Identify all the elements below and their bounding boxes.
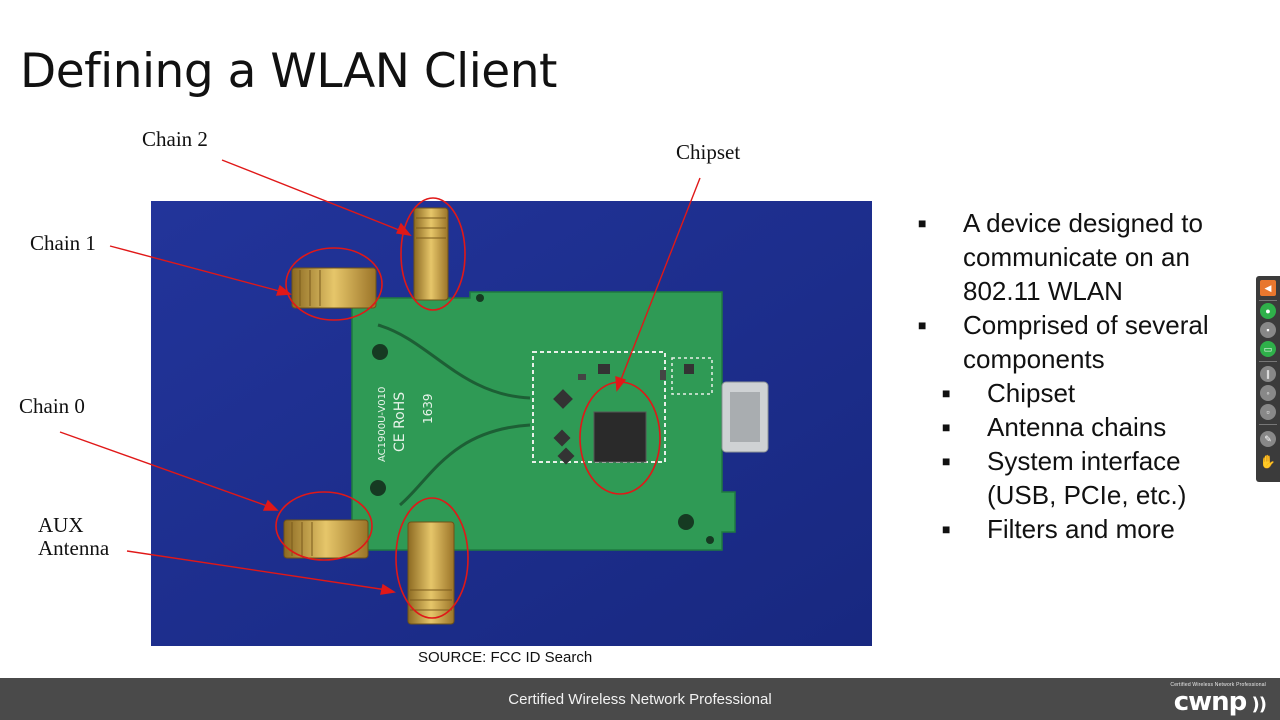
pause-icon[interactable]: ∥	[1260, 366, 1276, 382]
screen-share-icon[interactable]: ▭	[1260, 341, 1276, 357]
camera-icon[interactable]: ▪	[1260, 322, 1276, 338]
callout-chain-0: Chain 0	[19, 394, 85, 418]
bullet-text: System interface (USB, PCIe, etc.)	[987, 446, 1187, 510]
chain1-connector	[291, 267, 377, 309]
chain0-connector	[283, 519, 369, 559]
board-model-text: AC1900U-V010	[377, 387, 388, 462]
board-date-text: 1639	[421, 393, 435, 424]
microphone-icon[interactable]: ●	[1260, 303, 1276, 319]
bullet-text: Chipset	[987, 378, 1076, 408]
bullet-text: Filters and more	[987, 514, 1175, 544]
exit-arrow-icon[interactable]: ◀	[1260, 280, 1276, 296]
aux-antenna-connector	[407, 521, 455, 625]
bullet-text: A device designed to communicate on an 8…	[963, 208, 1203, 306]
bullet-list: ■ A device designed to communicate on an…	[918, 206, 1248, 546]
circuit-board-photo: AC1900U-V010 CE RoHS 1639	[59, 159, 872, 646]
footer-text: Certified Wireless Network Professional	[508, 691, 772, 708]
bullet-text: Antenna chains	[987, 412, 1167, 442]
callout-aux-line2: Antenna	[38, 536, 110, 560]
sub-bullet-item: ■ Antenna chains	[918, 410, 1248, 444]
bullet-item: ■ Comprised of several components	[918, 308, 1248, 376]
device-photo-figure: AC1900U-V010 CE RoHS 1639	[0, 120, 900, 680]
bullet-item: ■ A device designed to communicate on an…	[918, 206, 1248, 308]
logo-wordmark: cwnp ))	[1173, 687, 1267, 717]
bullet-marker: ■	[942, 453, 951, 469]
slide-title: Defining a WLAN Client	[20, 44, 557, 99]
sub-bullet-item: ■ Filters and more	[918, 512, 1248, 546]
callout-chipset: Chipset	[676, 140, 741, 164]
chain2-connector	[413, 207, 449, 301]
callout-chain-1: Chain 1	[30, 231, 96, 255]
bullet-marker: ■	[942, 419, 951, 435]
pen-icon[interactable]: ✎	[1260, 431, 1276, 447]
chat-icon[interactable]: ▫	[1260, 404, 1276, 420]
bullet-marker: ■	[942, 521, 951, 537]
callout-arrows	[59, 159, 701, 595]
bullet-marker: ■	[918, 317, 927, 333]
sub-bullet-item: ■ Chipset	[918, 376, 1248, 410]
mouse-icon[interactable]: ◦	[1260, 385, 1276, 401]
figure-source: SOURCE: FCC ID Search	[418, 649, 593, 666]
bullet-marker: ■	[918, 215, 927, 231]
board-ce-rohs-text: CE RoHS	[392, 392, 408, 452]
callout-chain-2: Chain 2	[142, 127, 208, 151]
hand-icon[interactable]: ✋	[1259, 454, 1277, 469]
sub-bullet-item: ■ System interface (USB, PCIe, etc.)	[918, 444, 1248, 512]
callout-aux-line1: AUX	[38, 513, 84, 537]
logo-tagline: Certified Wireless Network Professional	[1170, 682, 1266, 688]
presenter-toolbar: ◀ ● ▪ ▭ ∥ ◦ ▫ ✎ ✋	[1256, 276, 1280, 482]
bullet-text: Comprised of several components	[963, 310, 1209, 374]
bullet-marker: ■	[942, 385, 951, 401]
footer-bar: Certified Wireless Network Professional …	[0, 678, 1280, 720]
callout-circles	[275, 197, 661, 619]
cwnp-logo: Certified Wireless Network Professional …	[1170, 682, 1267, 719]
